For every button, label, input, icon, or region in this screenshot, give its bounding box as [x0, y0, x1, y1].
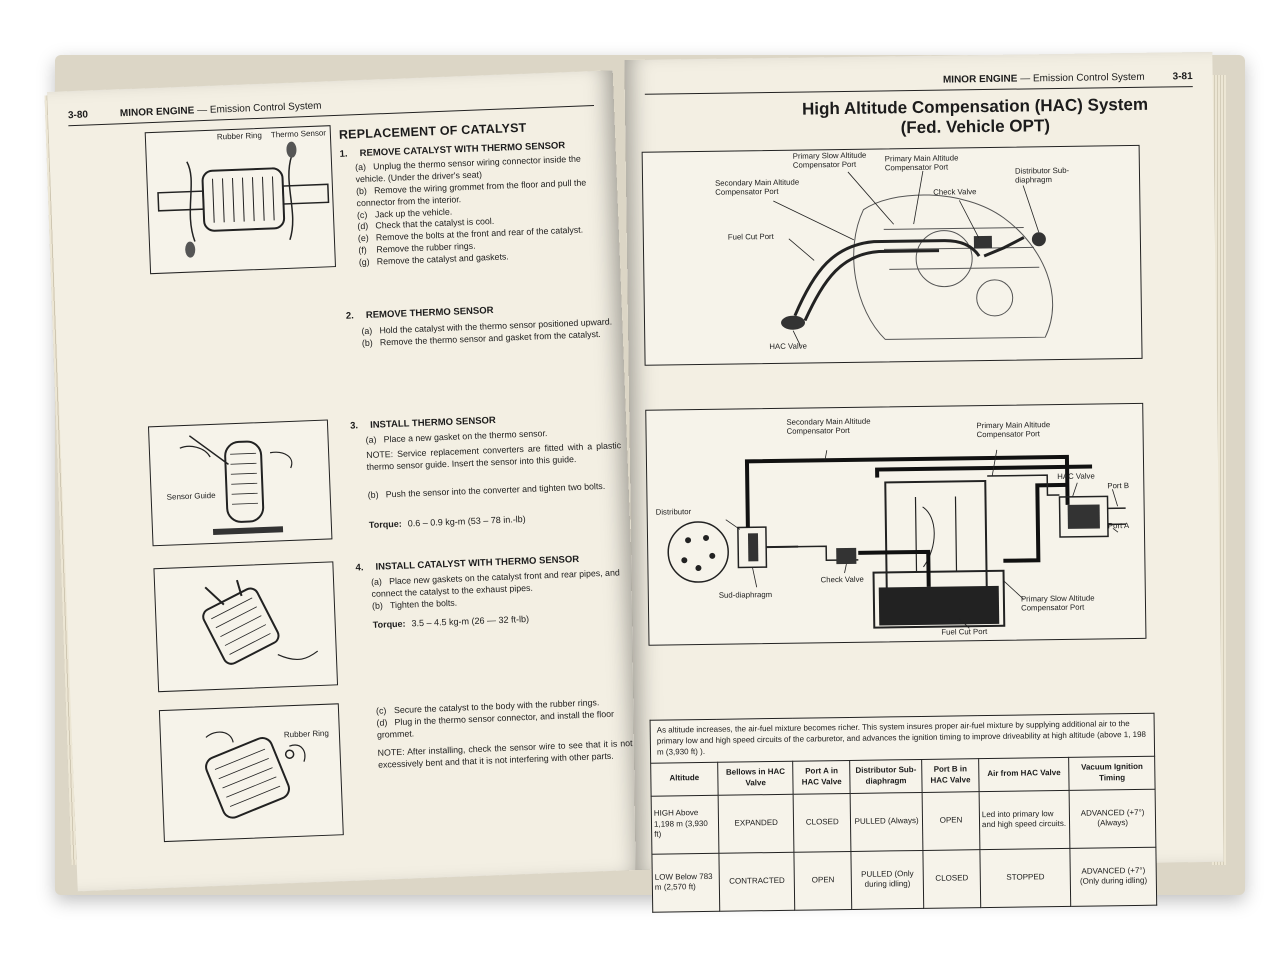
table-cell: ADVANCED (+7°) (Only during idling)	[1070, 846, 1157, 906]
table-cell: EXPANDED	[718, 793, 795, 853]
rubber-ring-label: Rubber Ring	[215, 130, 264, 143]
right-page: MINOR ENGINE — Emission Control System 3…	[624, 51, 1224, 913]
hac-engine-diagram: Primary Slow Altitude Compensator Port P…	[641, 144, 1143, 366]
secondary-main-port-label: Secondary Main Altitude Compensator Port	[786, 416, 871, 436]
step-3-torque: Torque:0.6 – 0.9 kg-m (53 – 78 in.-lb)	[368, 513, 526, 530]
port-b-label: Port B	[1107, 481, 1130, 491]
table-cell: PULLED (Always)	[850, 792, 924, 852]
step-2-heading: 2.REMOVE THERMO SENSOR	[345, 305, 494, 322]
secondary-main-port-label: Secondary Main Altitude Compensator Port	[715, 177, 800, 197]
primary-main-port-label: Primary Main Altitude Compensator Port	[884, 153, 959, 173]
column-header: Altitude	[650, 761, 719, 796]
column-header: Distributor Sub-diaphragm	[849, 759, 923, 794]
table-cell: Led into primary low and high speed circ…	[979, 789, 1071, 850]
check-valve-label: Check Valve	[820, 574, 864, 585]
table-intro-row: As altitude increases, the air-fuel mixt…	[650, 713, 1155, 763]
thermo-sensor-label: Thermo Sensor	[269, 128, 328, 141]
carburetor-schematic	[667, 449, 1126, 629]
table-cell: CLOSED	[923, 849, 981, 909]
page-title: High Altitude Compensation (HAC) System …	[801, 94, 1149, 137]
check-valve-label: Check Valve	[933, 187, 977, 197]
column-header: Port B in HAC Valve	[921, 758, 980, 793]
fuel-cut-port-label: Fuel Cut Port	[727, 231, 774, 242]
table-cell: PULLED (Only during idling)	[850, 850, 924, 910]
sub-diaphragm-label: Sud-diaphragm	[718, 590, 773, 600]
column-header: Bellows in HAC Valve	[717, 760, 794, 795]
catalyst-install-illustration	[202, 579, 319, 665]
table-cell: ADVANCED (+7°) (Always)	[1069, 788, 1156, 848]
table-cell: LOW Below 783 m (2,570 ft)	[651, 852, 720, 912]
sensor-guide-label: Sensor Guide	[165, 490, 217, 504]
page-number: 3-81	[1172, 71, 1193, 83]
primary-main-port-label: Primary Main Altitude Compensator Port	[976, 420, 1051, 440]
step-4-list: (a)Place new gaskets on the catalyst fro…	[371, 567, 627, 612]
catalyst-install-figure	[153, 561, 339, 693]
hac-valve-label: HAC Valve	[769, 341, 807, 352]
rubber-ring-figure: Rubber Ring	[158, 703, 344, 843]
rubber-ring-illustration	[205, 731, 306, 819]
section-title: MINOR ENGINE — Emission Control System	[119, 100, 322, 120]
page-number: 3-80	[67, 109, 89, 122]
hac-schematic-diagram: Secondary Main Altitude Compensator Port…	[645, 402, 1147, 646]
table-cell: OPEN	[794, 851, 852, 910]
left-page: 3-80 MINOR ENGINE — Emission Control Sys…	[47, 70, 644, 892]
table-row: HIGH Above 1,198 m (3,930 ft) EXPANDED C…	[651, 788, 1156, 854]
hac-table: As altitude increases, the air-fuel mixt…	[649, 712, 1158, 913]
table-intro: As altitude increases, the air-fuel mixt…	[650, 713, 1155, 763]
rubber-ring-label: Rubber Ring	[282, 728, 331, 741]
sensor-guide-figure: Sensor Guide	[147, 419, 333, 547]
distributor-label: Distributor	[655, 507, 692, 517]
primary-slow-port-label: Primary Slow Altitude Compensator Port	[1020, 593, 1095, 613]
section-title: MINOR ENGINE — Emission Control System	[942, 71, 1145, 86]
table-cell: CLOSED	[793, 793, 851, 852]
step-4-note: NOTE: After installing, check the sensor…	[377, 738, 633, 770]
page-title: REPLACEMENT OF CATALYST	[338, 120, 527, 142]
engine-illustration	[773, 170, 1054, 346]
distributor-sub-diaphragm-label: Distributor Sub-diaphragm	[1014, 165, 1070, 185]
table-row: LOW Below 783 m (2,570 ft) CONTRACTED OP…	[651, 846, 1157, 912]
column-header: Vacuum Ignition Timing	[1068, 755, 1156, 790]
catalyst-illustration	[157, 141, 330, 258]
primary-slow-port-label: Primary Slow Altitude Compensator Port	[792, 150, 867, 170]
catalyst-figure-1: Rubber Ring Thermo Sensor	[144, 125, 336, 275]
step-4-torque: Torque:3.5 – 4.5 kg-m (26 — 32 ft-lb)	[372, 613, 530, 630]
column-header: Port A in HAC Valve	[793, 760, 851, 794]
table-cell: CONTRACTED	[718, 851, 796, 911]
right-page-header: MINOR ENGINE — Emission Control System 3…	[644, 70, 1193, 95]
fuel-cut-port-label: Fuel Cut Port	[941, 627, 988, 637]
column-header: Air from HAC Valve	[978, 756, 1070, 792]
table-cell: OPEN	[922, 791, 980, 851]
table-cell: STOPPED	[979, 847, 1072, 908]
table-cell: HIGH Above 1,198 m (3,930 ft)	[651, 794, 719, 854]
hac-valve-label: HAC Valve	[1057, 471, 1095, 482]
step-2-list: (a)Hold the catalyst with the thermo sen…	[361, 316, 617, 350]
step-4-list-cont: (c)Secure the catalyst to the body with …	[376, 696, 632, 741]
step-1-list: (a)Unplug the thermo sensor wiring conne…	[355, 152, 614, 269]
port-a-label: Port A	[1107, 521, 1130, 531]
sensor-install-illustration	[179, 435, 293, 535]
step-3-item-b: (b)Push the sensor into the converter an…	[367, 480, 606, 501]
